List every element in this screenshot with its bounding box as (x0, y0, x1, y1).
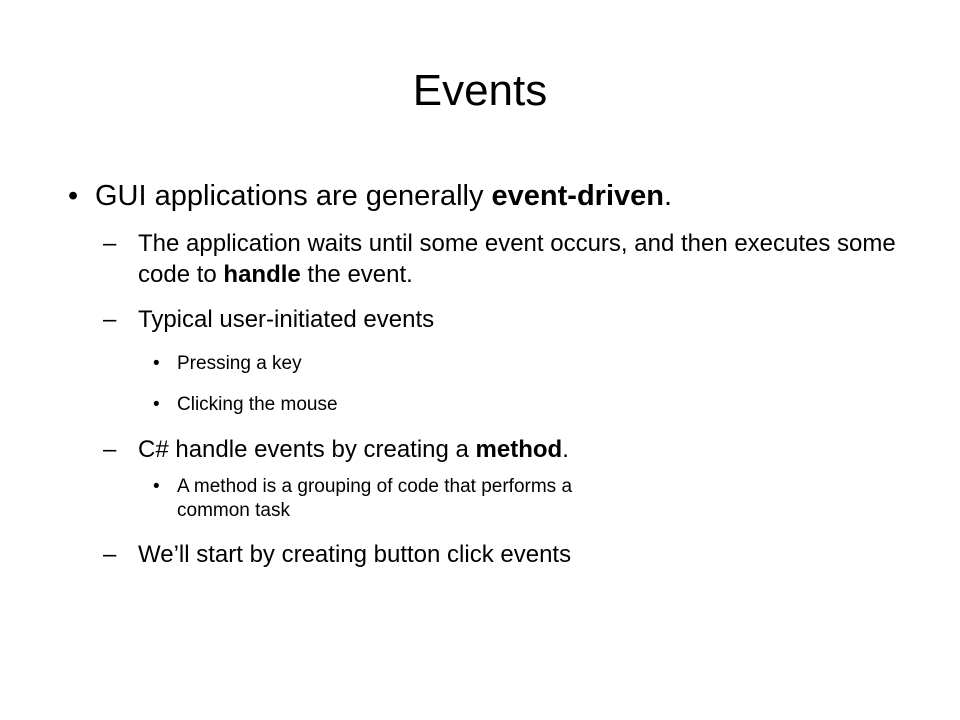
slide-content: • GUI applications are generally event-d… (68, 168, 928, 570)
bullet-marker: • (153, 394, 160, 415)
bullet-level3: • Pressing a key (153, 352, 928, 376)
bold-term: method (475, 436, 563, 463)
text-segment: The application waits until some event o… (138, 230, 896, 288)
bullet-level1: • GUI applications are generally event-d… (68, 168, 928, 224)
dash-marker: – (103, 541, 117, 568)
bullet-marker: • (153, 476, 160, 497)
bullet-text: The application waits until some event o… (138, 228, 928, 290)
dash-marker: – (103, 306, 117, 333)
text-segment: the event. (300, 261, 413, 288)
bullet-text: GUI applications are generally event-dri… (95, 168, 928, 224)
bullet-level2: – C# handle events by creating a method. (103, 434, 928, 465)
dash-marker: – (103, 436, 117, 463)
dash-marker: – (103, 230, 117, 257)
text-segment: C# handle events by creating a (138, 436, 476, 463)
bullet-text: Typical user-initiated events (138, 306, 435, 333)
bullet-level2: – The application waits until some event… (103, 228, 928, 290)
bullet-text: We’ll start by creating button click eve… (138, 541, 572, 568)
bullet-marker: • (68, 180, 79, 212)
bullet-text: A method is a grouping of code that perf… (177, 476, 573, 521)
bullet-text: Clicking the mouse (177, 394, 338, 415)
bullet-marker: • (153, 353, 160, 374)
text-segment: . (562, 436, 569, 463)
text-segment: . (664, 180, 673, 212)
bullet-text: C# handle events by creating a method. (138, 434, 928, 465)
text-segment: GUI applications are generally (95, 180, 492, 212)
bullet-level2: – Typical user-initiated events (103, 304, 928, 335)
bullet-text: Pressing a key (177, 353, 302, 374)
bold-term: handle (223, 261, 301, 288)
bullet-level3: • A method is a grouping of code that pe… (153, 475, 928, 523)
slide-title: Events (412, 66, 548, 115)
bullet-level2: – We’ll start by creating button click e… (103, 539, 928, 570)
bullet-level3: • Clicking the mouse (153, 393, 928, 417)
bold-term: event-driven (491, 180, 664, 212)
